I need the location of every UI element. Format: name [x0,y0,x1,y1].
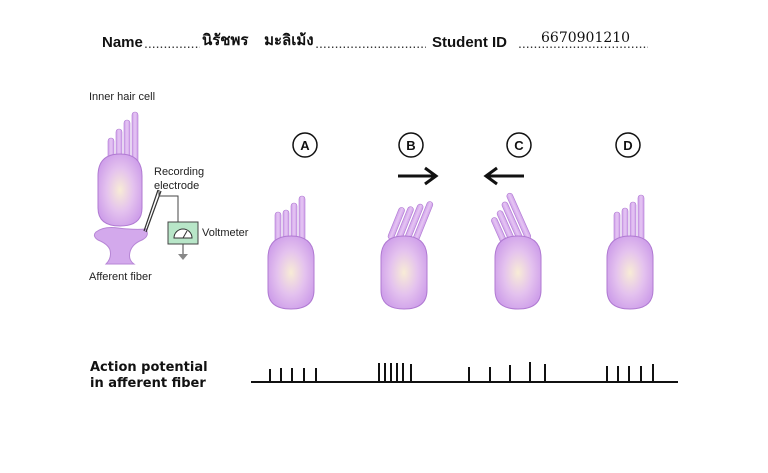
inner-hair-cell-label: Inner hair cell [89,91,156,103]
hair-cell-c [491,192,542,310]
panel-letter-b: B [406,138,415,153]
student-id-label: Student ID [432,34,507,51]
name-value[interactable]: นิรัชพร มะลิเม้ง [200,28,316,52]
hair-cell-a [267,195,315,310]
panel-letter-a: A [300,138,310,153]
panel-letter-c: C [514,138,524,153]
spikes-b [378,363,412,382]
arrow-right-icon [398,166,439,186]
afferent-fiber-label: Afferent fiber [89,271,152,283]
action-potential-trace [251,362,678,383]
reference-hair-cell [93,111,148,265]
panel-label-d: D [615,132,641,158]
name-label: Name [102,34,143,51]
student-id-value[interactable]: 6670901210 [540,30,632,46]
panel-label-a: A [292,132,318,158]
action-potential-label: Action potential in afferent fiber [90,360,208,392]
hair-cell-b [380,201,434,310]
voltmeter-icon [167,221,199,260]
recording-electrode-label: Recording electrode [154,166,205,192]
panel-label-c: C [506,132,532,158]
arrow-left-icon [483,166,524,186]
afferent-fiber-shape [93,227,148,265]
action-potential-label-line2: in afferent fiber [90,376,206,391]
spikes-a [269,368,317,382]
panel-letter-d: D [623,138,632,153]
action-potential-label-line1: Action potential [90,360,208,375]
spikes-d [606,364,654,382]
spikes-c [468,362,546,382]
panel-label-b: B [398,132,424,158]
hair-cell-d [606,194,654,310]
voltmeter-label: Voltmeter [202,227,249,239]
recording-electrode [143,189,179,233]
